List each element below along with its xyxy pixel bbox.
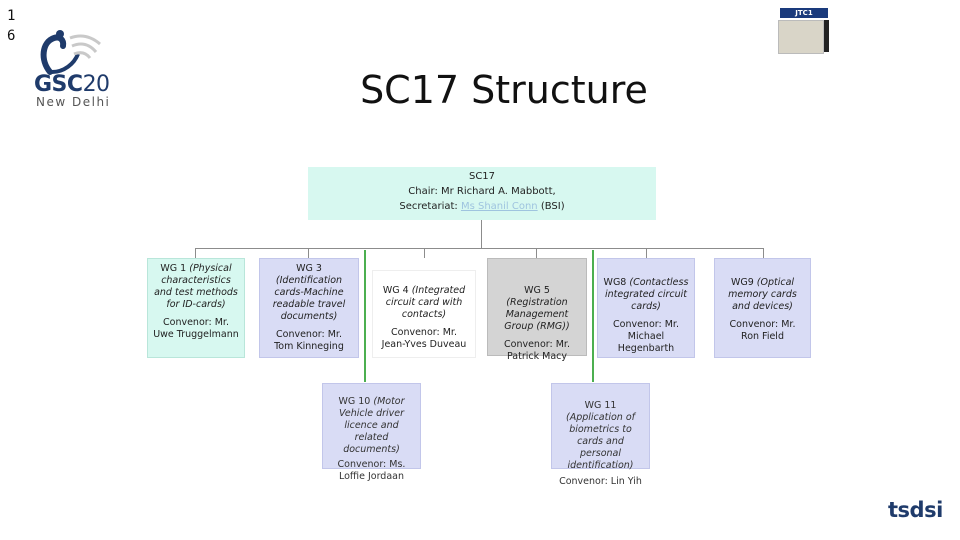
- gsc-logo-text: GSC20: [34, 72, 110, 97]
- gsc-number: 20: [82, 72, 111, 97]
- wg1-box: WG 1 (Physical characteristics and test …: [147, 258, 245, 358]
- wg11-name: WG 11 (Application of biometrics to card…: [557, 400, 644, 472]
- wg4-name: WG 4 (Integrated circuit card with conta…: [378, 285, 470, 321]
- wg10-box: WG 10 (Motor Vehicle driver licence and …: [322, 383, 421, 482]
- connector-wg11-vertical: [592, 250, 594, 382]
- connector-horizontal-bus: [195, 248, 764, 249]
- secretariat-prefix: Secretariat:: [399, 201, 461, 212]
- sc17-root-box: SC17 Chair: Mr Richard A. Mabbott, Secre…: [308, 167, 656, 220]
- gsc-letters: GSC: [34, 72, 83, 97]
- connector-wg9: [763, 248, 764, 258]
- wg5-title: (Registration Management Group (RMG)): [504, 297, 570, 332]
- wg8-number: WG8: [603, 277, 630, 288]
- slide-number-digit-2: 6: [7, 28, 16, 44]
- wg1-title: (Physical characteristics and test metho…: [154, 263, 238, 310]
- slide-title: SC17 Structure: [360, 68, 648, 112]
- peacock-logo-icon: [40, 30, 101, 75]
- secretariat-suffix: (BSI): [537, 201, 565, 212]
- secretariat-link[interactable]: Ms Shanil Conn: [460, 201, 538, 212]
- jtc1-image: [778, 20, 824, 54]
- wg4-number: WG 4: [382, 285, 412, 296]
- wg4-convenor: Convenor: Mr. Jean-Yves Duveau: [381, 327, 467, 350]
- connector-wg4: [424, 248, 425, 258]
- jtc1-strip: [824, 20, 829, 52]
- wg8-title: (Contactless integrated circuit cards): [605, 277, 689, 312]
- wg5-name: WG 5 (Registration Management Group (RMG…: [493, 285, 581, 333]
- wg3-box: WG 3 (Identification cards-Machine reada…: [259, 258, 359, 358]
- slide-number: 1 6: [7, 6, 17, 46]
- wg10-convenor: Convenor: Ms. Loffie Jordaan: [337, 459, 406, 482]
- wg5-number: WG 5: [524, 285, 550, 296]
- wg1-convenor: Convenor: Mr. Uwe Truggelmann: [153, 317, 239, 340]
- wg5-box: WG 5 (Registration Management Group (RMG…: [487, 258, 587, 362]
- jtc1-badge: JTC1: [780, 8, 828, 18]
- wg3-name: WG 3 (Identification cards-Machine reada…: [265, 263, 353, 323]
- wg9-title: (Optical memory cards and devices): [728, 277, 797, 312]
- wg9-name: WG9 (Optical memory cards and devices): [720, 277, 805, 313]
- wg9-number: WG9: [730, 277, 757, 288]
- connector-wg10-vertical: [364, 250, 366, 382]
- wg5-convenor: Convenor: Mr. Patrick Macy: [504, 339, 570, 362]
- wg3-title: (Identification cards-Machine readable t…: [272, 275, 346, 322]
- wg1-name: WG 1 (Physical characteristics and test …: [153, 263, 239, 311]
- wg10-number: WG 10: [338, 396, 374, 407]
- wg11-number: WG 11: [584, 400, 617, 411]
- wg10-title: (Motor Vehicle driver licence and relate…: [338, 396, 405, 455]
- wg4-title: (Integrated circuit card with contacts): [385, 285, 466, 320]
- root-chair: Chair: Mr Richard A. Mabbott,: [408, 186, 556, 197]
- wg8-convenor: Convenor: Mr. Michael Hegenbarth: [613, 319, 679, 354]
- gsc-city: New Delhi: [36, 95, 111, 109]
- wg11-title: (Application of biometrics to cards and …: [566, 412, 635, 471]
- wg9-convenor: Convenor: Mr. Ron Field: [729, 319, 796, 342]
- wg11-box: WG 11 (Application of biometrics to card…: [551, 383, 650, 487]
- connector-wg5: [536, 248, 537, 258]
- wg8-box: WG8 (Contactless integrated circuit card…: [597, 258, 695, 358]
- root-secretariat: Secretariat: Ms Shanil Conn (BSI): [313, 199, 651, 214]
- wg8-name: WG8 (Contactless integrated circuit card…: [603, 277, 689, 313]
- wg3-convenor: Convenor: Mr. Tom Kinneging: [274, 329, 344, 352]
- connector-wg8: [646, 248, 647, 258]
- wg11-convenor: Convenor: Lin Yih: [559, 476, 642, 487]
- wg1-number: WG 1: [160, 263, 190, 274]
- connector-wg3: [308, 248, 309, 258]
- wg10-name: WG 10 (Motor Vehicle driver licence and …: [328, 396, 415, 456]
- tsdsi-logo: tsdsi: [888, 498, 943, 522]
- slide-number-digit-1: 1: [7, 8, 16, 24]
- wg9-box: WG9 (Optical memory cards and devices) C…: [714, 258, 811, 358]
- wg3-number: WG 3: [296, 263, 322, 274]
- connector-root-vertical: [481, 220, 482, 248]
- connector-wg1: [195, 248, 196, 258]
- wg4-box: WG 4 (Integrated circuit card with conta…: [372, 270, 476, 358]
- root-name: SC17: [468, 171, 496, 182]
